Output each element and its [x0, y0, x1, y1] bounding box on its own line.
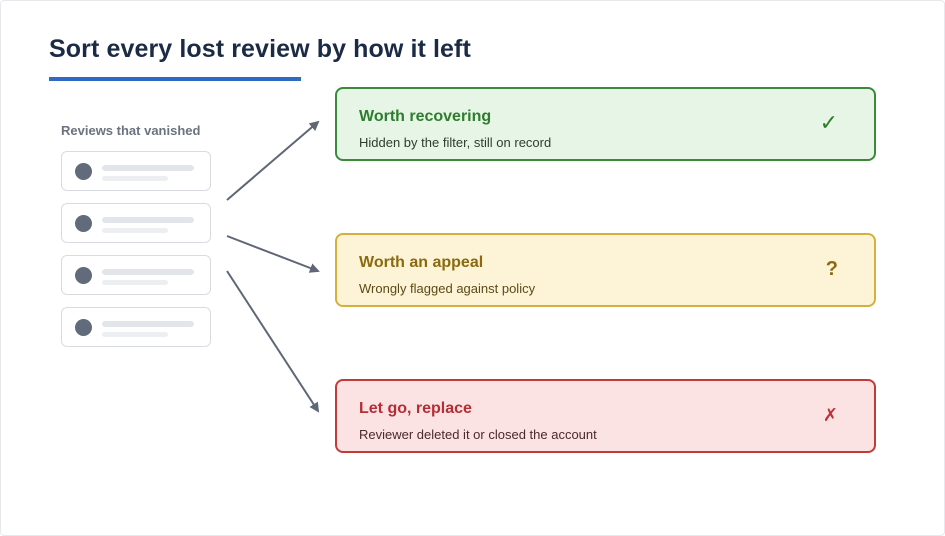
check-icon: ✓: [819, 110, 838, 135]
outcome-title: Let go, replace: [359, 400, 472, 417]
text-placeholder-line: [102, 217, 194, 223]
outcome-worth-an-appeal: Worth an appeal Wrongly flagged against …: [335, 233, 876, 307]
outcome-title: Worth recovering: [359, 108, 492, 125]
text-placeholder-line: [102, 332, 168, 337]
review-card-1: [61, 151, 211, 191]
outcome-description: Wrongly flagged against policy: [359, 281, 536, 296]
text-placeholder-line: [102, 269, 194, 275]
review-card-2: [61, 203, 211, 243]
text-placeholder-line: [102, 228, 168, 233]
outcome-title: Worth an appeal: [359, 254, 484, 271]
question-icon: ?: [825, 258, 838, 280]
text-placeholder-line: [102, 165, 194, 171]
reviews-list-heading: Reviews that vanished: [61, 123, 201, 138]
outcome-description: Reviewer deleted it or closed the accoun…: [359, 427, 597, 442]
arrow-to-recovering: [226, 120, 320, 201]
title-underline: [49, 77, 301, 81]
avatar: [75, 215, 92, 232]
avatar: [75, 163, 92, 180]
arrow-to-let-go: [226, 270, 320, 413]
text-placeholder-line: [102, 176, 168, 181]
page-title: Sort every lost review by how it left: [49, 35, 471, 63]
text-placeholder-line: [102, 321, 194, 327]
outcome-description: Hidden by the filter, still on record: [359, 135, 552, 150]
outcome-let-go-replace: Let go, replace Reviewer deleted it or c…: [335, 379, 876, 453]
avatar: [75, 267, 92, 284]
review-card-3: [61, 255, 211, 295]
outcome-worth-recovering: Worth recovering Hidden by the filter, s…: [335, 87, 876, 161]
avatar: [75, 319, 92, 336]
arrow-to-appeal: [226, 235, 320, 273]
review-card-4: [61, 307, 211, 347]
cross-icon: ✗: [822, 405, 838, 425]
text-placeholder-line: [102, 280, 168, 285]
